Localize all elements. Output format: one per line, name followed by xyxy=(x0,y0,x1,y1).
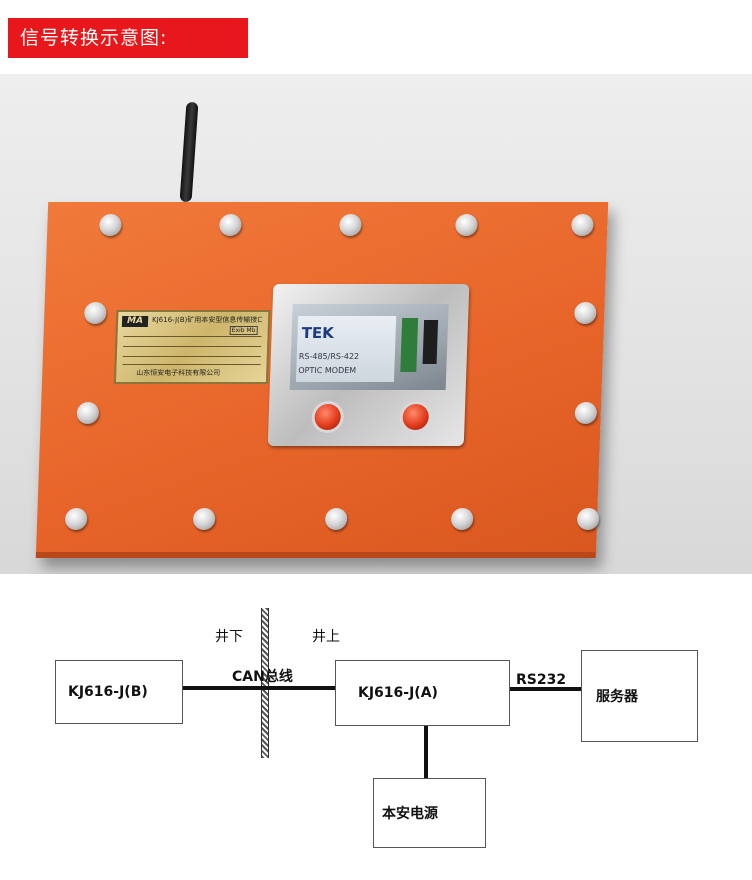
shaft-divider xyxy=(261,608,269,758)
nameplate: MA KJ616-J(B)矿用本安型信息传输接口 Exib Mb 山东恒安电子科… xyxy=(113,310,271,384)
plate-model: KJ616-J(B)矿用本安型信息传输接口 xyxy=(151,316,263,324)
plate-badge: MA xyxy=(121,316,149,327)
modem-label: TEK RS-485/RS-422 OPTIC MODEM xyxy=(295,316,397,382)
orange-enclosure: MA KJ616-J(B)矿用本安型信息传输接口 Exib Mb 山东恒安电子科… xyxy=(35,202,609,558)
surface-label: 井上 xyxy=(312,629,340,645)
plate-rule xyxy=(123,346,262,347)
right-button xyxy=(402,404,430,430)
can-bus-label: CAN总线 xyxy=(232,669,293,685)
node-a-label: KJ616-J(A) xyxy=(358,685,438,701)
power-label: 本安电源 xyxy=(382,806,438,822)
connector xyxy=(422,320,439,364)
window-glass: TEK RS-485/RS-422 OPTIC MODEM xyxy=(289,304,449,390)
node-b-label: KJ616-J(B) xyxy=(68,684,148,700)
plate-maker: 山东恒安电子科技有限公司 xyxy=(136,369,221,377)
server-label: 服务器 xyxy=(596,689,638,705)
bolt xyxy=(573,302,597,324)
section-title: 信号转换示意图: xyxy=(8,18,248,58)
modem-line2: OPTIC MODEM xyxy=(298,366,357,375)
rs232-line xyxy=(510,687,581,691)
node-b-box: KJ616-J(B) xyxy=(55,660,183,724)
plate-ex: Exib Mb xyxy=(229,326,258,335)
bolt xyxy=(339,214,362,236)
terminal-block xyxy=(400,318,419,372)
server-box: 服务器 xyxy=(581,650,698,742)
bolt xyxy=(324,508,348,530)
plate-rule xyxy=(122,364,261,365)
bolt xyxy=(64,508,88,530)
bolt xyxy=(455,214,478,236)
bolt xyxy=(99,214,122,236)
viewing-window: TEK RS-485/RS-422 OPTIC MODEM xyxy=(267,284,470,446)
bolt xyxy=(450,508,474,530)
left-button xyxy=(314,404,342,430)
power-line xyxy=(424,726,428,778)
bolt xyxy=(219,214,242,236)
bolt xyxy=(576,508,600,530)
underground-label: 井下 xyxy=(215,629,243,645)
bolt xyxy=(574,402,598,424)
can-bus-line xyxy=(183,686,335,690)
device-photo: MA KJ616-J(B)矿用本安型信息传输接口 Exib Mb 山东恒安电子科… xyxy=(0,74,752,574)
bolt xyxy=(192,508,216,530)
bolt xyxy=(76,402,100,424)
bolt xyxy=(83,302,107,324)
bolt xyxy=(571,214,594,236)
plate-rule xyxy=(122,356,261,357)
signal-diagram: 井下 井上 CAN总线 RS232 KJ616-J(B) KJ616-J(A) … xyxy=(0,590,752,880)
plate-rule xyxy=(123,336,262,337)
antenna xyxy=(179,101,199,203)
modem-brand: TEK xyxy=(301,324,335,342)
modem-line1: RS-485/RS-422 xyxy=(298,352,360,361)
power-box: 本安电源 xyxy=(373,778,486,848)
node-a-box: KJ616-J(A) xyxy=(335,660,510,726)
rs232-label: RS232 xyxy=(516,672,567,688)
